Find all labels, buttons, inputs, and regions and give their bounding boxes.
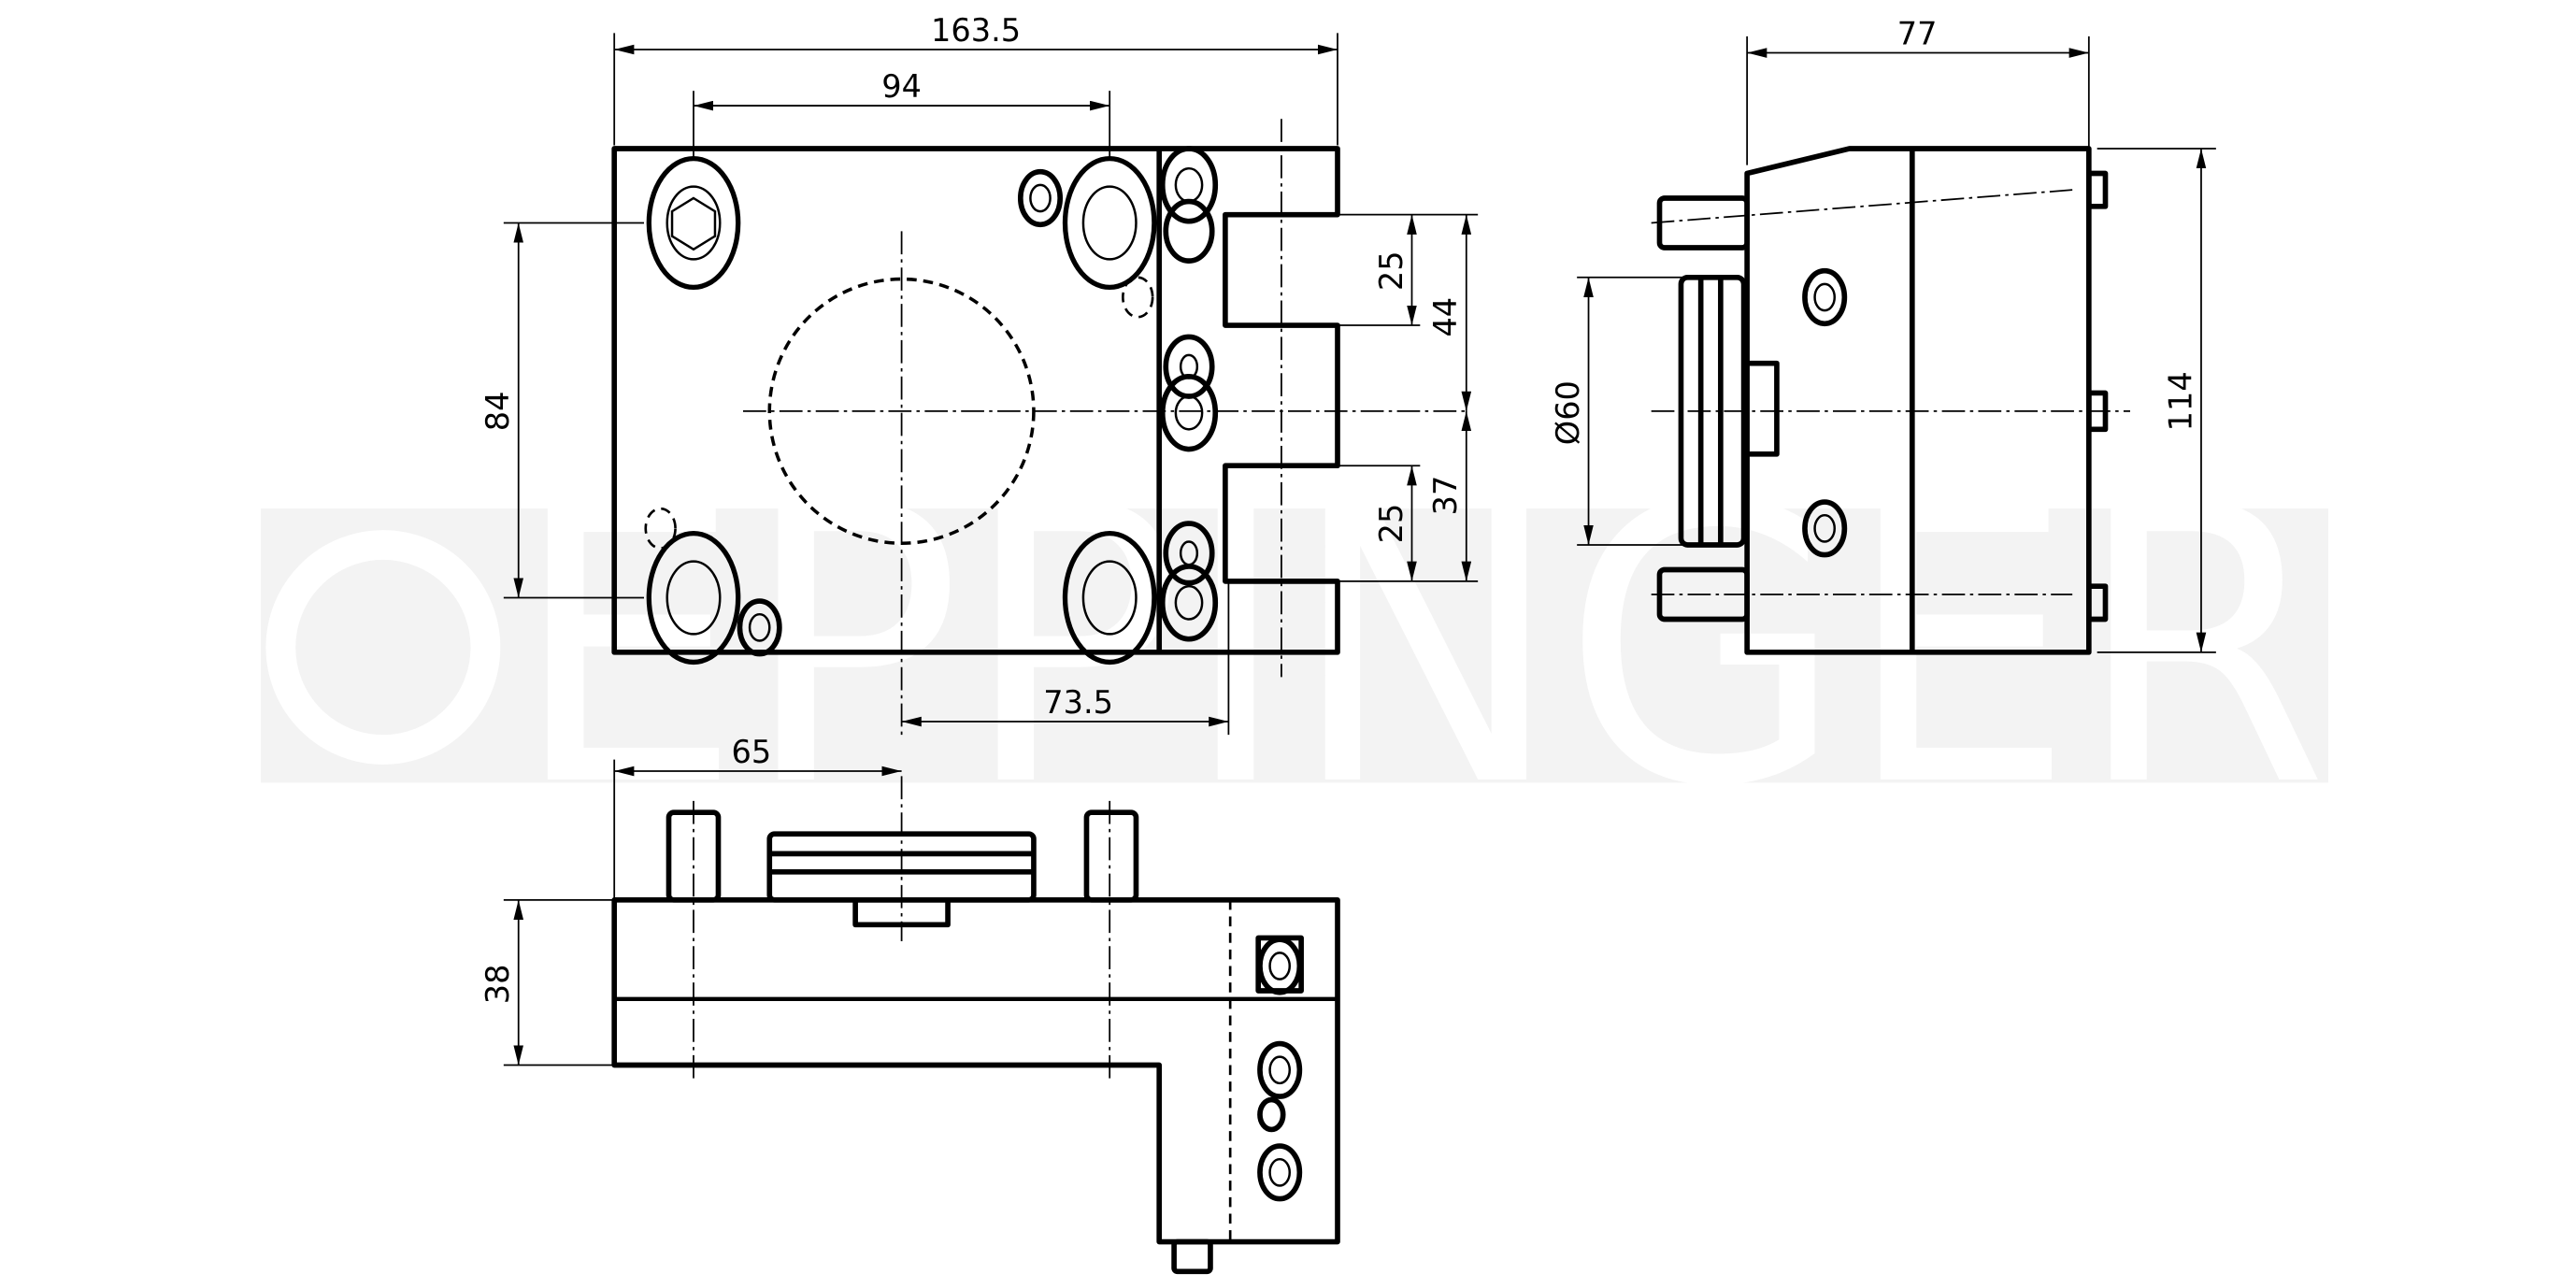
dim-slot-upper-offset: 44 [1427,297,1464,337]
counterbore-holes [646,155,1157,665]
dowel-pin [1083,809,1139,903]
dim-center-offset: 73.5 [1043,684,1113,721]
screw-icon [1257,1040,1303,1099]
side-view: 77 114 Ø60 [1550,16,2216,655]
dim-depth: 77 [1897,16,1938,52]
coolant-stub [1171,1238,1213,1275]
screw-icon [1802,267,1848,327]
counterbore-icon [1062,530,1157,665]
dim-slot-lower: 25 [1373,504,1410,544]
dim-body-height: 38 [479,965,516,1005]
dim-hole-spacing-y: 84 [479,392,516,432]
watermark-text: EPPINGER [512,424,2328,870]
counterbore-icon [646,530,741,665]
pin-stub [2086,583,2109,623]
counterbore-icon [1062,155,1157,291]
hidden-bore-circle [767,277,1036,545]
logo-ring-icon [265,530,501,765]
dim-hole-spacing-x: 94 [881,68,922,105]
dim-overall-width: 163.5 [931,12,1021,49]
front-view: 65 38 [479,734,1340,1275]
screw-icon [1802,499,1848,558]
port-icon [1257,1096,1286,1133]
screw-icon [1257,937,1303,995]
watermark-band [261,508,2329,783]
key-notch [1747,360,1780,457]
counterbore-icon [646,155,741,291]
dim-front-center-offset: 65 [731,734,771,770]
dim-height: 114 [2162,371,2198,431]
pin-stub [2086,170,2109,209]
screw-icon [1257,1143,1303,1202]
dim-flange-diameter: Ø60 [1550,380,1586,445]
top-view: 163.5 94 84 25 44 25 37 73.5 [479,12,1479,736]
dim-slot-lower-offset: 37 [1427,476,1464,516]
screw-icons [644,146,1219,657]
dim-slot-upper: 25 [1373,250,1410,291]
dowel-pin [1656,195,1750,250]
watermark-logo: EPPINGER [261,424,2329,870]
